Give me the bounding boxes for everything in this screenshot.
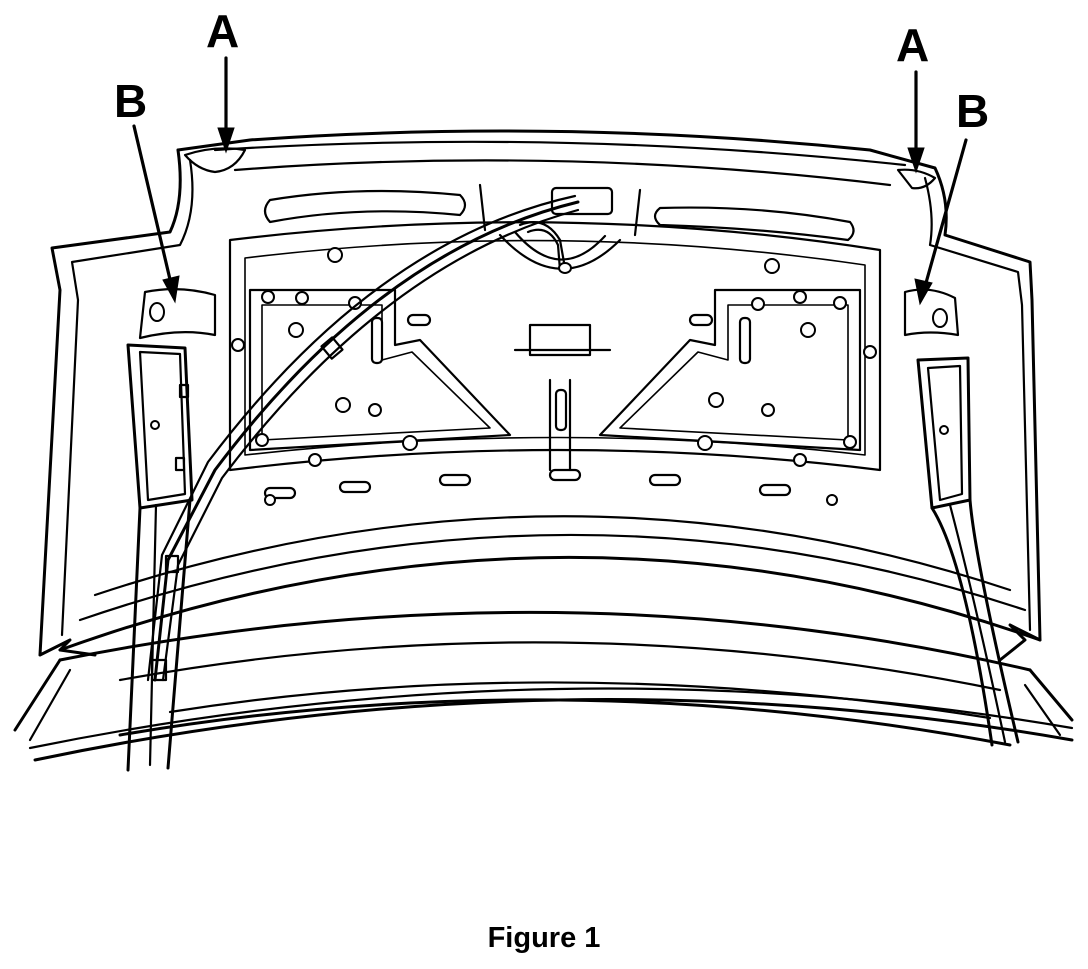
callout-b-right: B	[956, 85, 990, 137]
callout-arrows	[132, 56, 968, 306]
inner-frame-panel	[228, 183, 882, 500]
rear-body-lines	[13, 610, 1074, 762]
callout-a-left: A	[206, 5, 240, 57]
arrow-b-left	[132, 124, 174, 290]
wire-harness	[146, 194, 580, 682]
arrow-b-right	[922, 138, 968, 292]
corner-pockets	[183, 147, 937, 190]
figure-caption: Figure 1	[487, 922, 601, 954]
right-hinge-arm	[916, 356, 1020, 747]
callout-a-right: A	[896, 19, 930, 71]
trunk-lid-outline	[38, 129, 1042, 662]
mounting-holes	[231, 247, 877, 506]
callout-b-left: B	[114, 75, 148, 127]
